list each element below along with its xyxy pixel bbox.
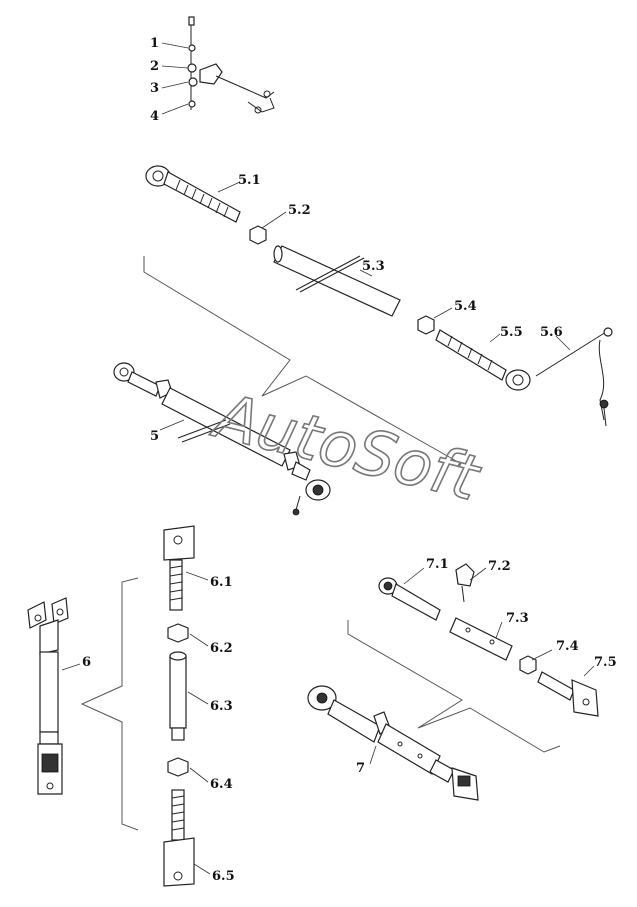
label-5-4: 5.4: [454, 299, 477, 314]
label-7-5: 7.5: [594, 655, 617, 670]
label-3: 3: [150, 81, 159, 96]
bracket-7: [347, 620, 561, 753]
label-1: 1: [150, 36, 159, 51]
label-7: 7: [356, 761, 365, 776]
label-5-1: 5.1: [238, 173, 261, 188]
label-5-2: 5.2: [288, 203, 311, 218]
lift-rod-assembled: 6: [27, 597, 91, 795]
label-6: 6: [82, 655, 91, 670]
hardware-group: 1 2 3 4: [150, 16, 275, 124]
lift-rod-exploded: 6.1 6.2 6.3 6.4 6.5: [163, 525, 235, 887]
label-4: 4: [150, 109, 159, 124]
label-5-6: 5.6: [540, 325, 563, 340]
top-link-exploded: 5.1 5.2 5.3 5.4 5.5 5.6: [145, 165, 613, 427]
label-6-4: 6.4: [210, 777, 233, 792]
label-5-5: 5.5: [500, 325, 523, 340]
side-link-exploded: 7.1 7.2 7.3 7.4 7.5: [378, 557, 617, 717]
label-6-5: 6.5: [212, 869, 235, 884]
top-link-assembled: 5: [113, 362, 331, 516]
label-7-4: 7.4: [556, 639, 579, 654]
label-5-3: 5.3: [362, 259, 385, 274]
side-link-assembled: 7: [307, 685, 479, 801]
label-6-3: 6.3: [210, 699, 233, 714]
bracket-6: [80, 577, 139, 831]
label-6-1: 6.1: [210, 575, 233, 590]
label-2: 2: [150, 59, 159, 74]
label-5: 5: [150, 429, 159, 444]
label-6-2: 6.2: [210, 641, 233, 656]
label-7-1: 7.1: [426, 557, 449, 572]
bracket-5: [143, 256, 459, 463]
label-7-3: 7.3: [506, 611, 529, 626]
label-7-2: 7.2: [488, 559, 511, 574]
